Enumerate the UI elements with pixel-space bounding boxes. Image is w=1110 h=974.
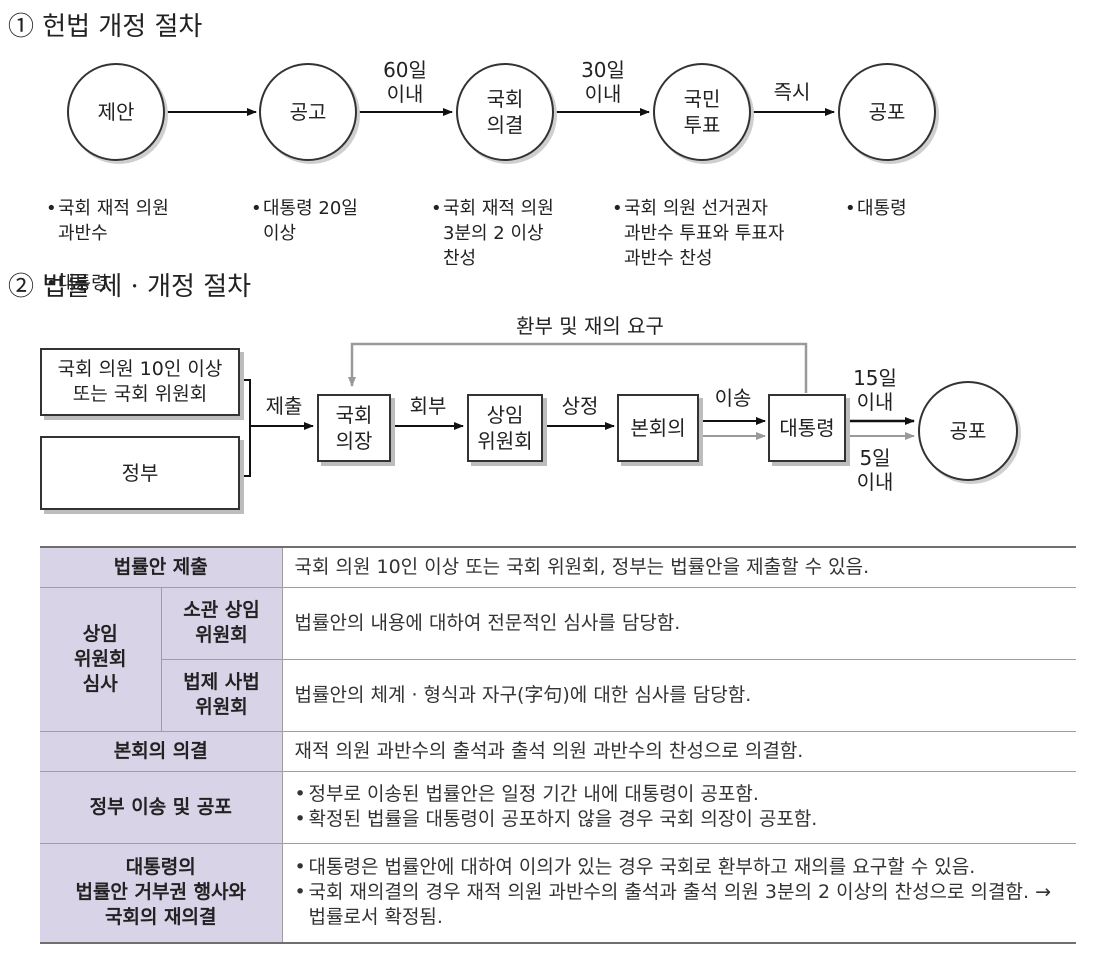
bullet: 국회 재의결의 경우 재적 의원 과반수의 출석과 출석 의원 3분의 2 이상…: [295, 880, 1067, 930]
president-box: 대통령: [768, 394, 846, 462]
row-header: 상임 위원회 심사: [40, 586, 162, 732]
row-text: 국회 의원 10인 이상 또는 국회 위원회, 정부는 법률안을 제출할 수 있…: [281, 546, 1076, 588]
sub-header: 소관 상임 위원회: [161, 586, 282, 660]
table-row: 법률안 제출 국회 의원 10인 이상 또는 국회 위원회, 정부는 법률안을 …: [40, 546, 1076, 588]
row-header: 법률안 제출: [40, 546, 282, 588]
label-30days: 30일 이내: [581, 58, 625, 106]
plenary-box: 본회의: [617, 394, 699, 462]
section1-title: ① 헌법 개정 절차: [8, 12, 203, 42]
note-assembly-vote: •국회 재적 의원 3분의 2 이상 찬성: [431, 198, 554, 269]
node-notice: 공고: [259, 63, 357, 161]
label-immediately: 즉시: [773, 80, 811, 104]
label-15days: 15일 이내: [853, 366, 897, 414]
transfer-label: 이송: [714, 386, 752, 410]
present-label: 상정: [561, 394, 599, 418]
feedback-arrow: [348, 342, 808, 393]
note-referendum: •국회 의원 선거권자 과반수 투표와 투표자 과반수 찬성: [612, 198, 785, 269]
row-text: 정부로 이송된 법률안은 일정 기간 내에 대통령이 공포함. 확정된 법률을 …: [281, 770, 1077, 844]
node-assembly-vote: 국회 의결: [456, 63, 554, 161]
bullet: 대통령은 법률안에 대하여 이의가 있는 경우 국회로 환부하고 재의를 요구할…: [295, 855, 1067, 880]
committee-box: 상임 위원회: [467, 394, 543, 462]
label-60days: 60일 이내: [383, 58, 427, 106]
proposer-assembly: 국회 의원 10인 이상 또는 국회 위원회: [40, 348, 240, 416]
note-promulgation: •대통령: [845, 198, 907, 219]
row-text: 법률안의 내용에 대하여 전문적인 심사를 담당함.: [281, 586, 1076, 660]
table-row: 대통령의 법률안 거부권 행사와 국회의 재의결 대통령은 법률안에 대하여 이…: [40, 842, 1076, 944]
row-text: 재적 의원 과반수의 출석과 출석 의원 과반수의 찬성으로 의결함.: [281, 730, 1076, 772]
section2-title: ② 법률 제 · 개정 절차: [8, 272, 252, 302]
bullet: 확정된 법률을 대통령이 공포하지 않을 경우 국회 의장이 공포함.: [295, 807, 1077, 832]
proposer-government: 정부: [40, 436, 240, 510]
note-notice: •대통령 20일 이상: [251, 198, 358, 244]
submit-label: 제출: [265, 394, 303, 418]
row-text: 대통령은 법률안에 대하여 이의가 있는 경우 국회로 환부하고 재의를 요구할…: [281, 842, 1076, 944]
table-row: 본회의 의결 재적 의원 과반수의 출석과 출석 의원 과반수의 찬성으로 의결…: [40, 730, 1076, 772]
row-header: 대통령의 법률안 거부권 행사와 국회의 재의결: [40, 842, 282, 944]
proposer-bracket: [240, 379, 251, 477]
row-header: 정부 이송 및 공포: [40, 770, 282, 844]
node-promulgation: 공포: [838, 63, 936, 161]
sub-header: 법제 사법 위원회: [161, 658, 282, 732]
refer-label: 회부: [409, 394, 447, 418]
row-header: 본회의 의결: [40, 730, 282, 772]
table-row: 정부 이송 및 공포 정부로 이송된 법률안은 일정 기간 내에 대통령이 공포…: [40, 770, 1077, 844]
bullet: 정부로 이송된 법률안은 일정 기간 내에 대통령이 공포함.: [295, 782, 1077, 807]
node-proposal: 제안: [67, 63, 165, 161]
feedback-label: 환부 및 재의 요구: [516, 314, 664, 338]
node-referendum: 국민 투표: [653, 63, 751, 161]
table-row: 상임 위원회 심사 소관 상임 위원회 법률안의 내용에 대하여 전문적인 심사…: [40, 586, 1076, 732]
label-5days: 5일 이내: [856, 446, 894, 494]
procedure-table: 법률안 제출 국회 의원 10인 이상 또는 국회 위원회, 정부는 법률안을 …: [40, 546, 1076, 944]
table-row: 법제 사법 위원회 법률안의 체계 · 형식과 자구(字句)에 대한 심사를 담…: [40, 658, 1076, 732]
row-text: 법률안의 체계 · 형식과 자구(字句)에 대한 심사를 담당함.: [281, 658, 1076, 732]
speaker-box: 국회 의장: [317, 394, 391, 462]
node-law-promulgation: 공포: [918, 381, 1018, 481]
note-proposal: •국회 재적 의원 과반수 •대통령: [46, 198, 169, 294]
